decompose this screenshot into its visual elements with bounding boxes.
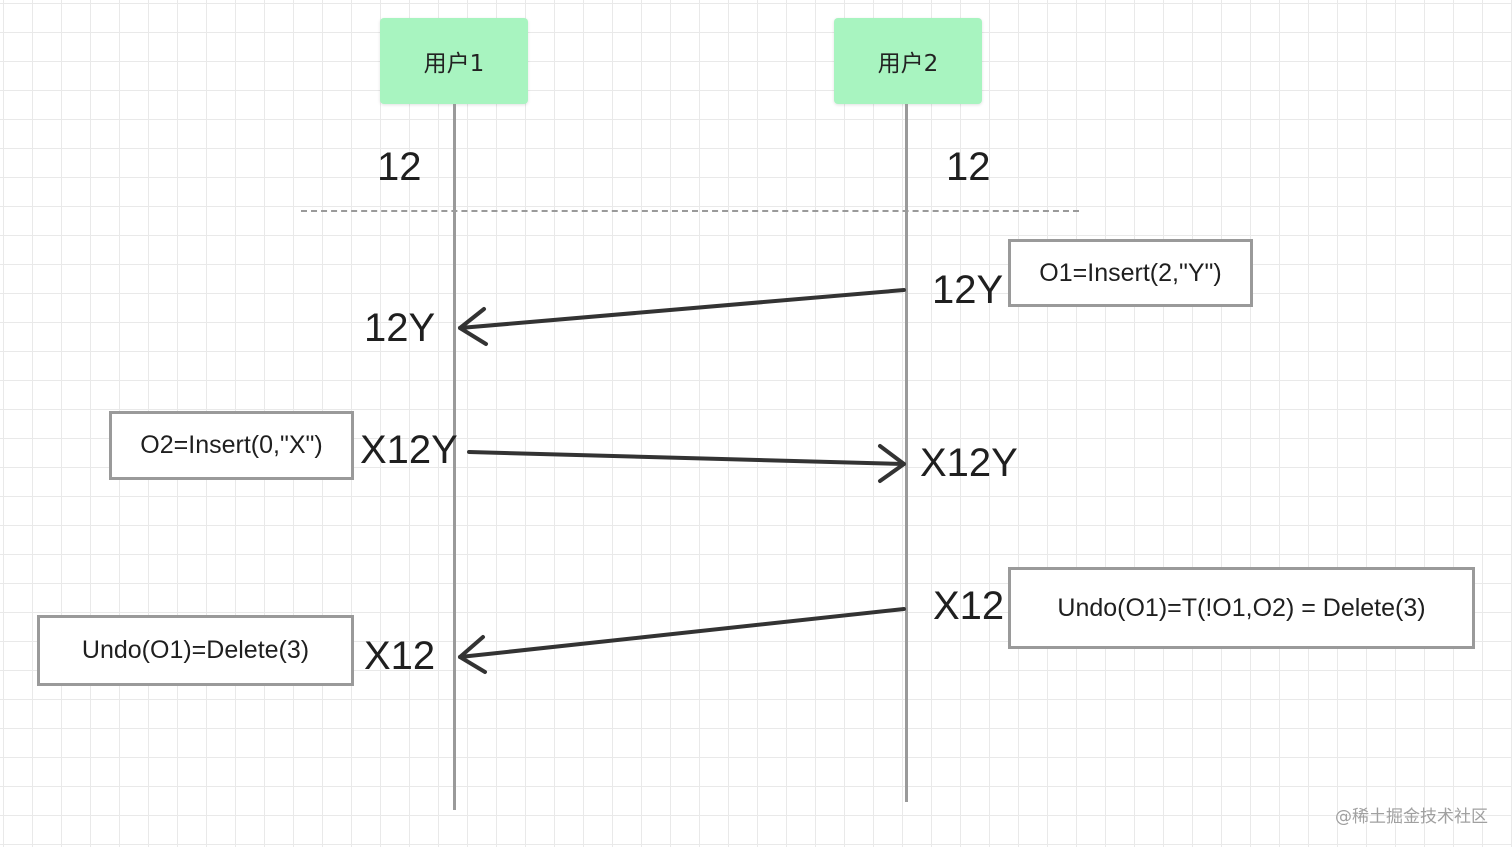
operation-box-undo-user1: Undo(O1)=Delete(3)	[37, 615, 354, 686]
operation-box-undo-user2: Undo(O1)=T(!O1,O2) = Delete(3)	[1008, 567, 1475, 649]
operation-label-o1: O1=Insert(2,"Y")	[1039, 258, 1222, 287]
lifeline-user2	[905, 104, 908, 802]
actor-user2: 用户2	[834, 18, 982, 104]
operation-label-undo-user1: Undo(O1)=Delete(3)	[81, 636, 310, 664]
operation-label-o2: O2=Insert(0,"X")	[140, 431, 323, 459]
message-arrow-o1	[458, 288, 906, 330]
watermark: @稀土掘金技术社区	[1335, 807, 1488, 827]
initial-state-divider	[301, 210, 1079, 212]
operation-box-o1: O1=Insert(2,"Y")	[1008, 239, 1253, 307]
arrowhead-undo	[458, 635, 487, 674]
state-user2-initial: 12	[946, 145, 991, 189]
state-user2-after-undo: X12	[933, 584, 1005, 628]
arrowhead-o2	[878, 444, 906, 483]
message-arrow-o2	[467, 450, 906, 466]
arrowhead-o1	[458, 307, 488, 346]
state-user1-after-undo: X12	[364, 634, 436, 678]
state-user1-initial: 12	[377, 145, 422, 189]
lifeline-user1	[453, 104, 456, 810]
state-user2-after-o2: X12Y	[920, 441, 1018, 485]
state-user2-after-o1: 12Y	[932, 268, 1004, 312]
operation-label-undo-user2: Undo(O1)=T(!O1,O2) = Delete(3)	[1057, 593, 1426, 622]
state-user1-after-o2: X12Y	[360, 428, 458, 472]
operation-box-o2: O2=Insert(0,"X")	[109, 411, 354, 480]
actor-user1: 用户1	[380, 18, 528, 104]
state-user1-after-o1: 12Y	[364, 306, 436, 350]
message-arrow-undo	[458, 607, 906, 659]
